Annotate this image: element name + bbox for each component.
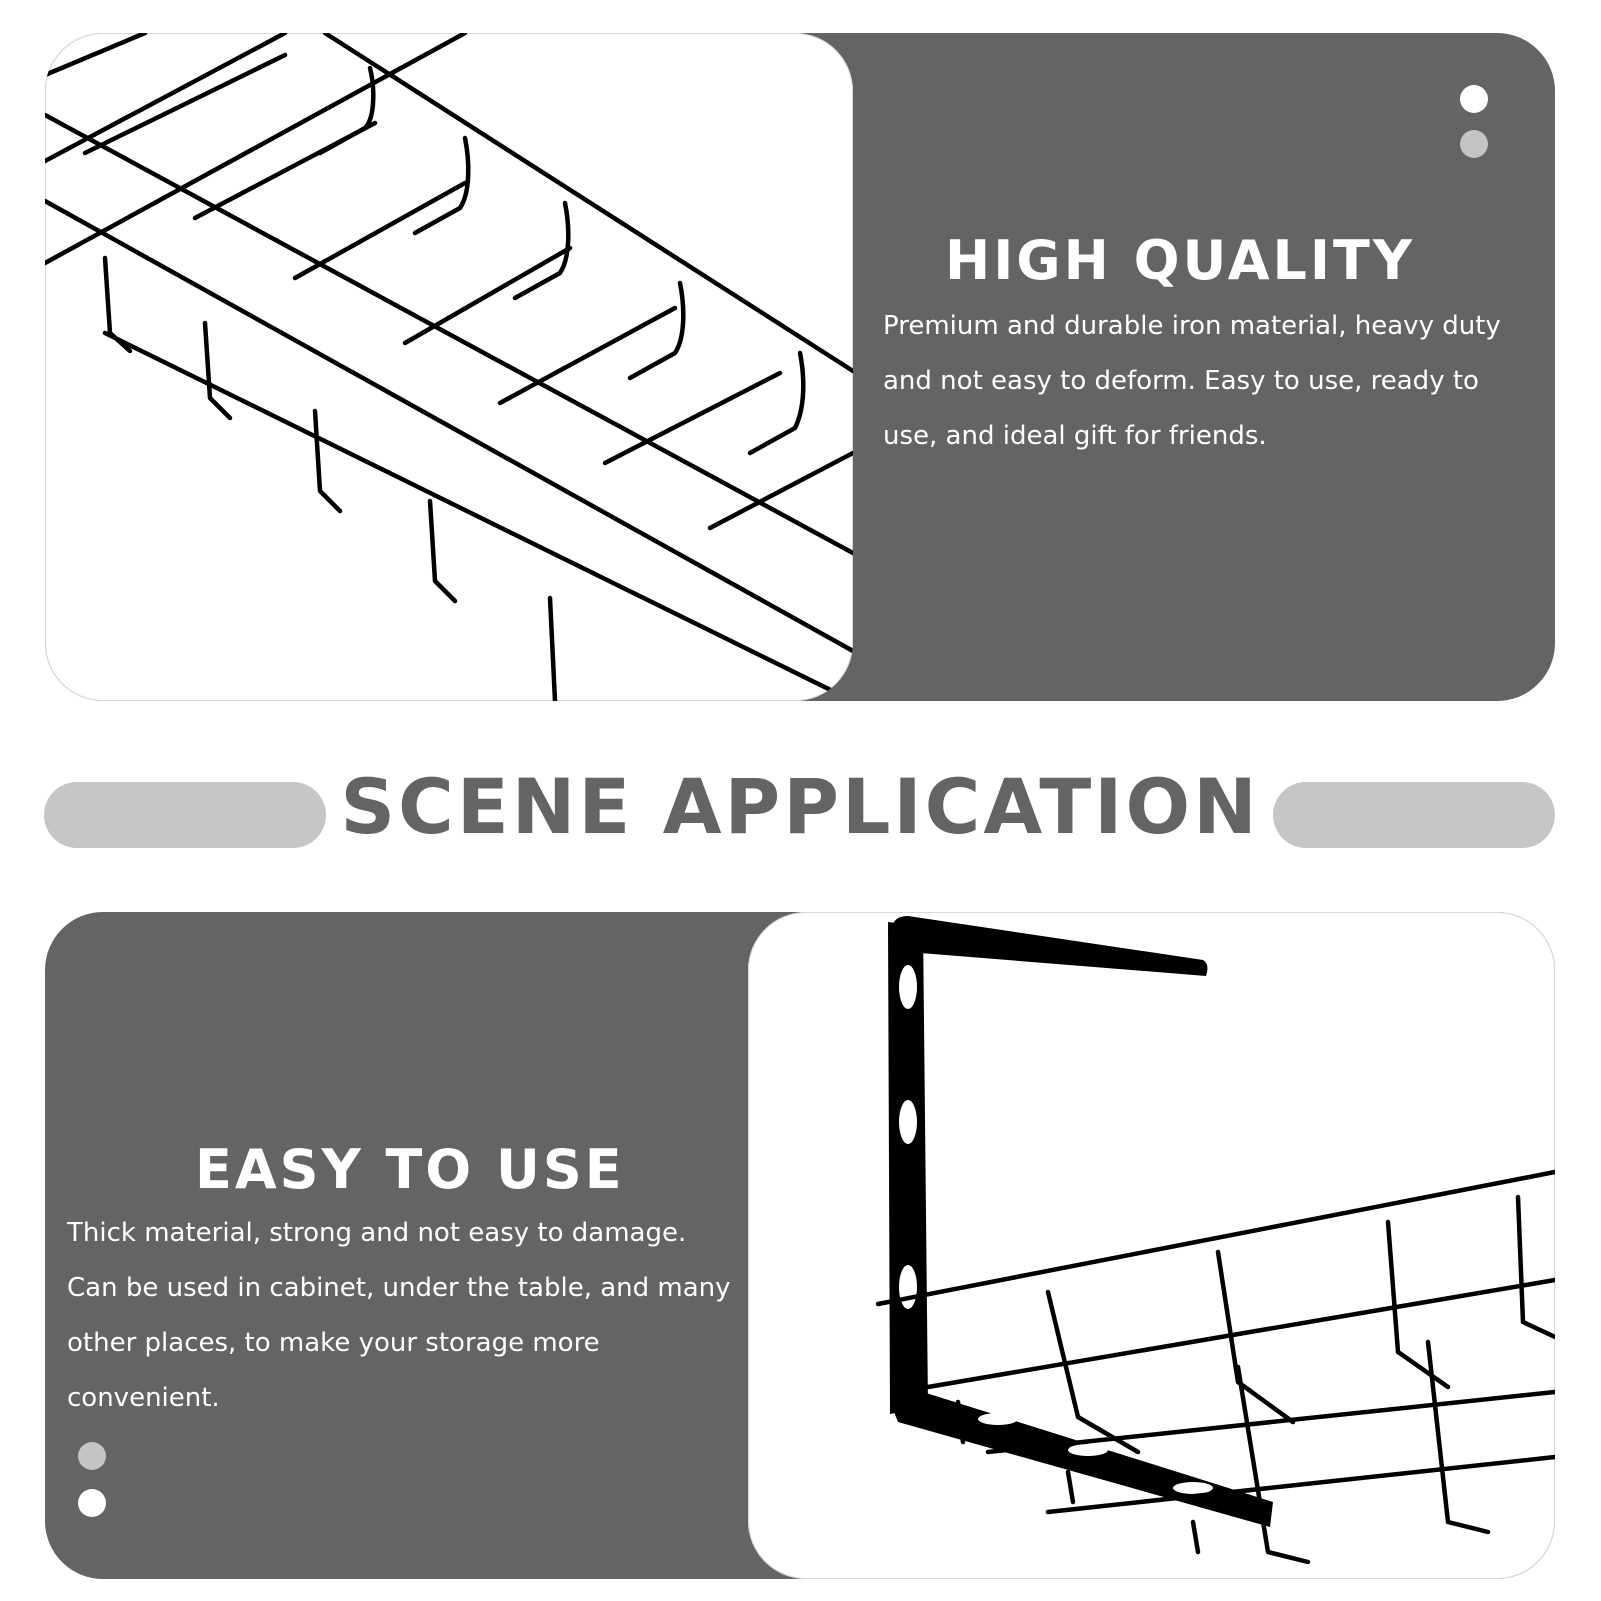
cable-tray-bracket-photo xyxy=(748,912,1555,1579)
pagination-dot-active-icon xyxy=(1460,85,1488,113)
high-quality-title: HIGH QUALITY xyxy=(945,229,1415,292)
scene-application-title: SCENE APPLICATION xyxy=(340,762,1260,851)
cable-tray-closeup-photo xyxy=(45,33,853,701)
easy-to-use-panel: EASY TO USE Thick material, strong and n… xyxy=(45,912,1555,1579)
pagination-dot-active-icon xyxy=(78,1489,106,1517)
left-divider-pill xyxy=(44,782,326,848)
bracket-tray-illustration xyxy=(875,916,1555,1565)
easy-to-use-title: EASY TO USE xyxy=(195,1138,625,1201)
wire-tray-illustration xyxy=(45,33,853,701)
pagination-dot-icon xyxy=(78,1442,106,1470)
pagination-dot-icon xyxy=(1460,130,1488,158)
right-divider-pill xyxy=(1273,782,1555,848)
high-quality-panel: HIGH QUALITY Premium and durable iron ma… xyxy=(45,33,1555,701)
easy-to-use-description: Thick material, strong and not easy to d… xyxy=(67,1218,731,1413)
high-quality-description: Premium and durable iron material, heavy… xyxy=(883,311,1501,451)
